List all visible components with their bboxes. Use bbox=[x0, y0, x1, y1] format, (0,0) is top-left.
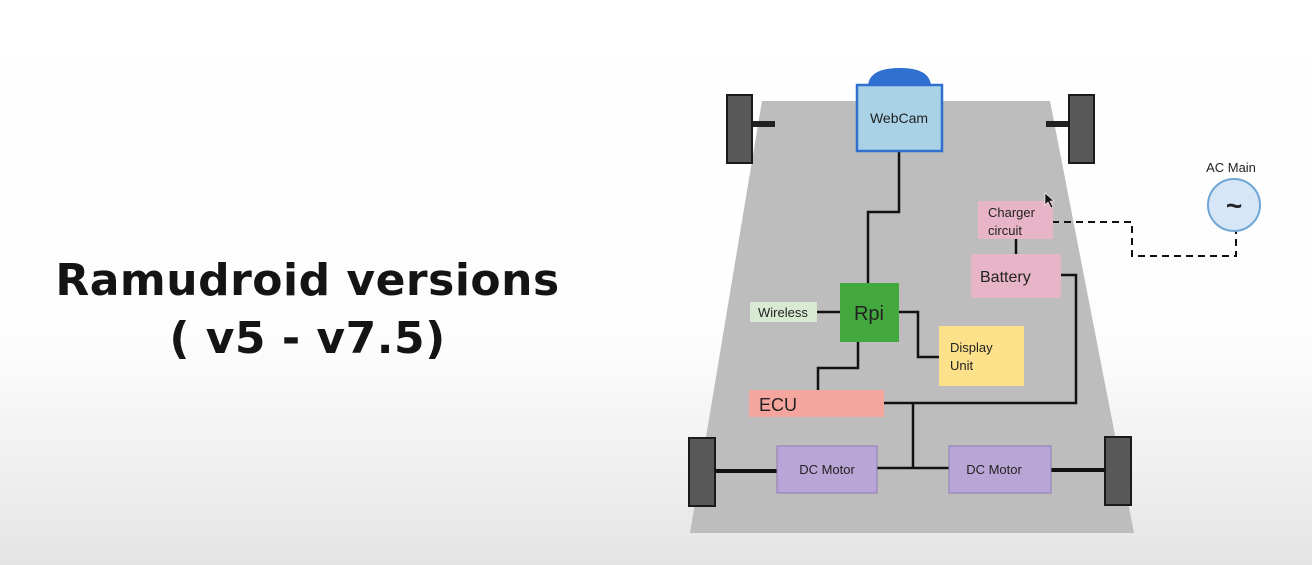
front-right-wheel bbox=[1046, 94, 1095, 164]
webcam-label: WebCam bbox=[870, 110, 928, 126]
title-line-1: Ramudroid versions bbox=[55, 255, 560, 306]
battery-box bbox=[971, 254, 1061, 298]
battery-label: Battery bbox=[980, 269, 1031, 286]
mouse-cursor-icon bbox=[1044, 192, 1055, 209]
wireless-box bbox=[750, 302, 817, 322]
dc-motor-left-box bbox=[776, 445, 878, 494]
charger-circuit-box bbox=[978, 201, 1053, 239]
ac-to-charger-dashed-line bbox=[1052, 221, 1237, 257]
webcam-dome bbox=[868, 68, 931, 86]
front-left-wheel bbox=[726, 94, 775, 164]
slide-title: Ramudroid versions ( v5 - v7.5) bbox=[0, 252, 615, 368]
display-label-line1: Display bbox=[950, 340, 993, 355]
ac-main-symbol: ~ bbox=[1226, 190, 1242, 221]
wireless-label: Wireless bbox=[758, 305, 808, 320]
rpi-to-ecu-line bbox=[816, 342, 860, 390]
webcam-box bbox=[855, 83, 944, 153]
rpi-label: Rpi bbox=[854, 303, 884, 325]
dc-motor-right-box bbox=[948, 445, 1052, 494]
dc-motor-right-label: DC Motor bbox=[966, 462, 1022, 477]
ecu-box bbox=[749, 390, 884, 417]
rpi-to-display-line bbox=[899, 310, 939, 359]
rear-left-wheel bbox=[688, 437, 716, 507]
dc-motor-left-label: DC Motor bbox=[799, 462, 855, 477]
battery-to-ecu-line bbox=[884, 273, 1078, 405]
display-label-line2: Unit bbox=[950, 358, 974, 373]
webcam-to-rpi-line bbox=[866, 150, 901, 283]
rpi-box bbox=[840, 283, 899, 342]
rear-right-wheel bbox=[1104, 436, 1132, 506]
charger-label-line1: Charger bbox=[988, 205, 1036, 220]
ecu-label: ECU bbox=[759, 395, 797, 415]
title-line-2: ( v5 - v7.5) bbox=[169, 313, 446, 364]
display-unit-box bbox=[939, 326, 1024, 386]
ac-main-label: AC Main bbox=[1206, 160, 1256, 175]
ac-main-source bbox=[1207, 178, 1261, 232]
charger-label-line2: circuit bbox=[988, 223, 1022, 238]
